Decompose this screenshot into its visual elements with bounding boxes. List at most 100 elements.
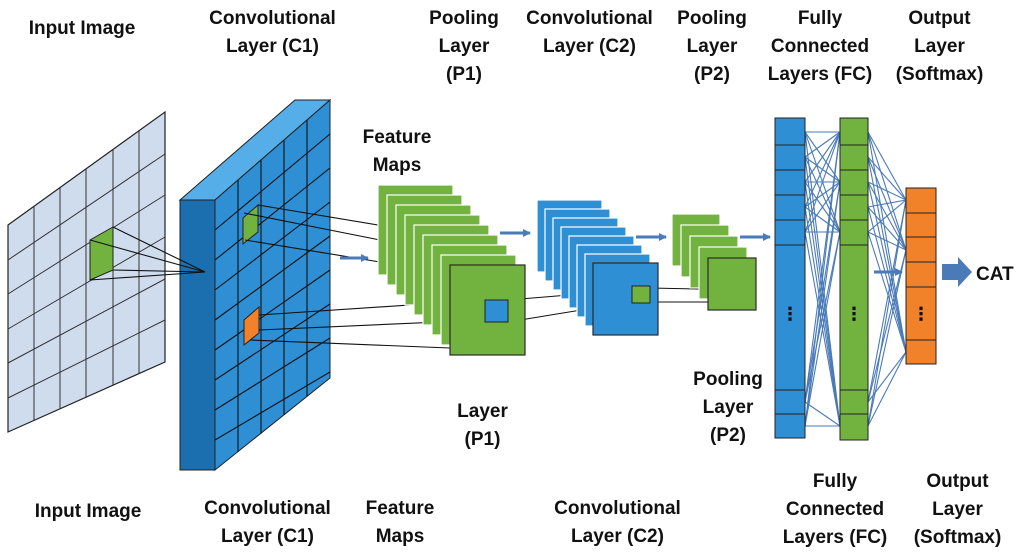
fc-connection	[867, 249, 907, 427]
label-line: Connected	[785, 499, 885, 520]
label-line: Convolutional	[209, 8, 336, 29]
label-mid-p1: Layer (P1)	[440, 398, 525, 454]
fc-connection	[804, 131, 841, 183]
fc-connection	[867, 199, 907, 233]
label-line: (P1)	[446, 64, 482, 85]
label-bottom-input-image: Input Image	[18, 498, 158, 526]
output-ellipsis: ⋮	[912, 304, 930, 325]
label-line: Output	[908, 8, 971, 29]
label-line: Layer (C1)	[226, 36, 319, 57]
label-line: Pooling	[677, 8, 747, 29]
label-line: Layer	[914, 36, 965, 57]
label-line: Layer	[702, 397, 754, 418]
fc-connection	[804, 131, 841, 158]
fc-connection	[867, 249, 907, 403]
fc-connection	[804, 206, 841, 233]
fc-connection	[867, 199, 907, 208]
label-line: Input Image	[28, 18, 136, 39]
output-softmax-column	[905, 187, 937, 365]
fc-connection	[867, 206, 907, 353]
fc2-ellipsis: ⋮	[845, 304, 863, 325]
label-line: Fully	[812, 471, 858, 492]
fc-connection	[804, 401, 841, 427]
label-line: (Softmax)	[895, 64, 984, 85]
fc1-ellipsis: ⋮	[781, 304, 799, 325]
input-image-grid	[7, 110, 166, 433]
fc-connection	[804, 181, 841, 427]
label-line: (Softmax)	[913, 527, 1002, 548]
label-line: (P1)	[464, 429, 501, 450]
label-line: Maps	[375, 526, 425, 547]
fc-connection	[804, 181, 841, 403]
label-line: (P2)	[710, 425, 746, 446]
fc-connection	[804, 131, 841, 208]
fc-connection	[804, 131, 841, 233]
label-line: Layer	[932, 499, 983, 520]
label-line: Convolutional	[204, 498, 331, 519]
fc-connection	[867, 156, 907, 353]
result-label: CAT	[976, 264, 1014, 285]
label-line: Connected	[770, 36, 870, 57]
label-line: Layer	[686, 36, 738, 57]
fc-connection	[804, 181, 841, 233]
label-line: Layer (C2)	[571, 526, 664, 547]
label-line: Pooling	[693, 369, 763, 390]
fc-connection	[867, 181, 907, 353]
label-line: Convolutional	[554, 498, 681, 519]
p1-blue-patch	[484, 299, 509, 323]
fc-connection	[867, 231, 907, 251]
fc-connection	[867, 351, 907, 403]
fc-connection-lines	[804, 131, 907, 427]
label-line: (P2)	[694, 64, 730, 85]
fc-connection	[867, 199, 907, 403]
label-line: Layer	[457, 401, 508, 422]
stack-map	[707, 257, 757, 311]
fc-connection	[804, 131, 841, 427]
fc-connection	[867, 206, 907, 251]
label-line: Input Image	[34, 501, 142, 522]
label-line: Convolutional	[526, 8, 653, 29]
result-arrow	[942, 257, 972, 287]
fc-connection	[867, 131, 907, 201]
fc-layer-2-column	[839, 117, 869, 441]
label-line: Layer (C1)	[221, 526, 314, 547]
fc-connection	[804, 231, 841, 403]
conv-c2-stack	[536, 199, 659, 336]
fc-connection	[867, 231, 907, 353]
conv-layer-c1-block	[178, 98, 332, 472]
label-line: Pooling	[429, 8, 499, 29]
fc-layer-1-column	[774, 117, 806, 439]
label-line: Output	[926, 471, 989, 492]
label-line: Feature	[365, 498, 435, 519]
pooling-p2-stack	[671, 213, 757, 311]
fc-connection	[804, 181, 841, 208]
fc-connection	[867, 156, 907, 201]
label-line: Fully	[797, 8, 843, 29]
label-line: Layer	[438, 36, 490, 57]
pooling-p1-stack	[377, 184, 526, 356]
label-line: Feature	[362, 127, 432, 148]
projection-lines	[89, 204, 746, 349]
c2-green-patch	[631, 285, 651, 304]
label-line: Layers (FC)	[767, 64, 873, 85]
fc-connection	[867, 131, 907, 353]
fc-connection	[867, 351, 907, 427]
fc-connection	[867, 199, 907, 427]
label-line: Layer (C2)	[543, 36, 636, 57]
label-line: Maps	[372, 155, 422, 176]
